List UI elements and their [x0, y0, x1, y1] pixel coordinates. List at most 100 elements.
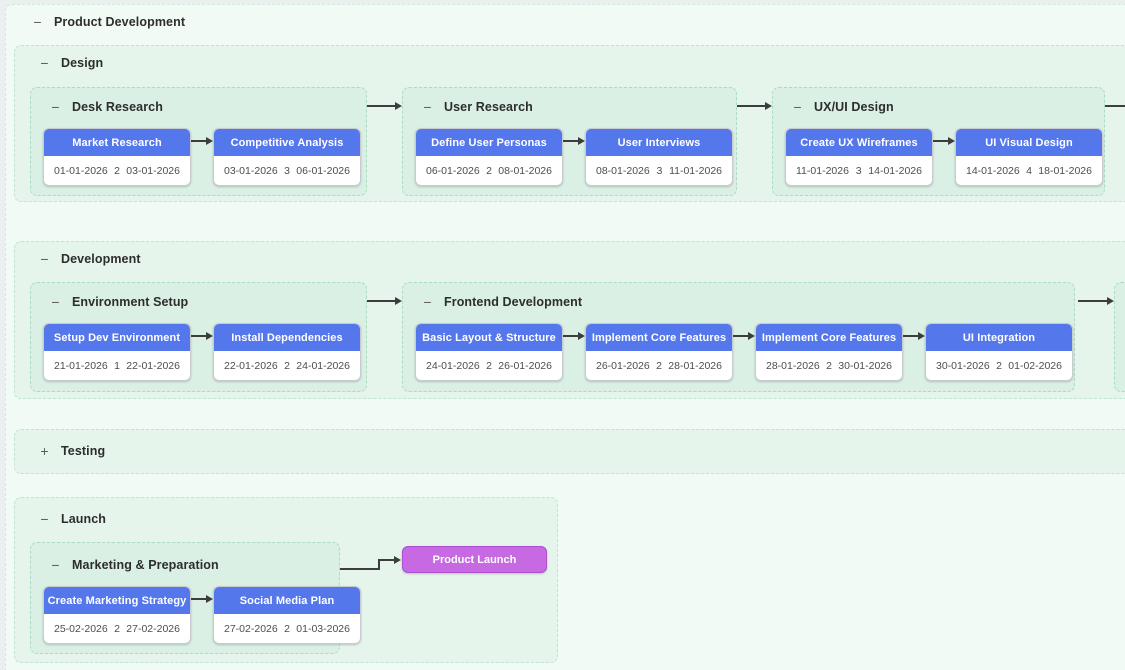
group-frontend-development: − Frontend Development Basic Layout & St… — [402, 282, 1075, 392]
group-clipped-right — [1114, 282, 1125, 392]
milestone-product-launch[interactable]: Product Launch — [402, 546, 547, 573]
task-card[interactable]: UI Integration 30-01-2026 2 01-02-2026 — [925, 323, 1073, 381]
expand-toggle-icon[interactable]: + — [40, 443, 49, 459]
task-dates: 22-01-2026 2 24-01-2026 — [214, 351, 360, 380]
duration: 3 — [284, 164, 290, 177]
group-uxui-design: − UX/UI Design Create UX Wireframes 11-0… — [772, 87, 1105, 196]
connector-arrow — [367, 296, 402, 305]
start-date: 24-01-2026 — [426, 359, 480, 372]
task-name: Define User Personas — [416, 129, 562, 156]
group-header-design: − Design — [38, 56, 103, 70]
group-label: Desk Research — [72, 100, 163, 114]
connector-arrow-clipped — [1105, 105, 1125, 107]
task-card[interactable]: Create UX Wireframes 11-01-2026 3 14-01-… — [785, 128, 933, 186]
connector-arrow — [191, 136, 213, 145]
start-date: 27-02-2026 — [224, 622, 278, 635]
group-header-marketing-preparation: − Marketing & Preparation — [49, 558, 219, 572]
collapse-toggle-icon[interactable]: − — [40, 251, 49, 267]
duration: 2 — [996, 359, 1002, 372]
collapse-toggle-icon[interactable]: − — [40, 511, 49, 527]
group-header-uxui-design: − UX/UI Design — [791, 100, 894, 114]
duration: 2 — [284, 622, 290, 635]
task-dates: 28-01-2026 2 30-01-2026 — [756, 351, 902, 380]
collapse-toggle-icon[interactable]: − — [51, 557, 60, 573]
connector-arrow — [733, 331, 755, 340]
group-header-frontend-development: − Frontend Development — [421, 295, 582, 309]
duration: 2 — [486, 164, 492, 177]
start-date: 26-01-2026 — [596, 359, 650, 372]
connector-arrow — [563, 136, 585, 145]
task-name: Setup Dev Environment — [44, 324, 190, 351]
task-dates: 11-01-2026 3 14-01-2026 — [786, 156, 932, 185]
task-name: Basic Layout & Structure — [416, 324, 562, 351]
group-header-environment-setup: − Environment Setup — [49, 295, 188, 309]
group-development: − Development − Environment Setup Setup … — [14, 241, 1125, 399]
collapse-toggle-icon[interactable]: − — [423, 294, 432, 310]
task-dates: 24-01-2026 2 26-01-2026 — [416, 351, 562, 380]
group-header-development: − Development — [38, 252, 141, 266]
end-date: 28-01-2026 — [668, 359, 722, 372]
collapse-toggle-icon[interactable]: − — [51, 99, 60, 115]
end-date: 01-02-2026 — [1008, 359, 1062, 372]
task-dates: 08-01-2026 3 11-01-2026 — [586, 156, 732, 185]
start-date: 01-01-2026 — [54, 164, 108, 177]
group-label: Product Development — [54, 15, 186, 29]
group-testing: + Testing — [14, 429, 1125, 474]
task-card[interactable]: User Interviews 08-01-2026 3 11-01-2026 — [585, 128, 733, 186]
end-date: 06-01-2026 — [296, 164, 350, 177]
group-marketing-preparation: − Marketing & Preparation Create Marketi… — [30, 542, 361, 654]
connector-arrow — [380, 555, 401, 564]
task-card[interactable]: Create Marketing Strategy 25-02-2026 2 2… — [43, 586, 191, 644]
start-date: 14-01-2026 — [966, 164, 1020, 177]
collapse-toggle-icon[interactable]: − — [51, 294, 60, 310]
duration: 2 — [114, 164, 120, 177]
start-date: 06-01-2026 — [426, 164, 480, 177]
group-label: UX/UI Design — [814, 100, 894, 114]
duration: 4 — [1026, 164, 1032, 177]
collapse-toggle-icon[interactable]: − — [40, 55, 49, 71]
connector-elbow-segment — [340, 568, 380, 570]
task-card[interactable]: UI Visual Design 14-01-2026 4 18-01-2026 — [955, 128, 1103, 186]
group-product-development: − Product Development − Design − Desk Re… — [5, 4, 1125, 670]
group-header-launch: − Launch — [38, 512, 106, 526]
task-card[interactable]: Social Media Plan 27-02-2026 2 01-03-202… — [213, 586, 361, 644]
duration: 2 — [486, 359, 492, 372]
task-card[interactable]: Competitive Analysis 03-01-2026 3 06-01-… — [213, 128, 361, 186]
end-date: 30-01-2026 — [838, 359, 892, 372]
start-date: 30-01-2026 — [936, 359, 990, 372]
end-date: 08-01-2026 — [498, 164, 552, 177]
connector-elbow-segment — [378, 559, 380, 570]
start-date: 28-01-2026 — [766, 359, 820, 372]
end-date: 11-01-2026 — [669, 164, 722, 177]
duration: 2 — [284, 359, 290, 372]
connector-arrow — [191, 594, 213, 603]
collapse-toggle-icon[interactable]: − — [423, 99, 432, 115]
task-name: User Interviews — [586, 129, 732, 156]
duration: 2 — [114, 622, 120, 635]
task-card[interactable]: Implement Core Features 28-01-2026 2 30-… — [755, 323, 903, 381]
connector-arrow — [563, 331, 585, 340]
collapse-toggle-icon[interactable]: − — [793, 99, 802, 115]
task-dates: 25-02-2026 2 27-02-2026 — [44, 614, 190, 643]
collapse-toggle-icon[interactable]: − — [33, 14, 42, 30]
start-date: 08-01-2026 — [596, 164, 650, 177]
task-card[interactable]: Basic Layout & Structure 24-01-2026 2 26… — [415, 323, 563, 381]
task-dates: 21-01-2026 1 22-01-2026 — [44, 351, 190, 380]
connector-arrow — [903, 331, 925, 340]
end-date: 24-01-2026 — [296, 359, 350, 372]
group-label: Frontend Development — [444, 295, 583, 309]
task-card[interactable]: Define User Personas 06-01-2026 2 08-01-… — [415, 128, 563, 186]
task-card[interactable]: Implement Core Features 26-01-2026 2 28-… — [585, 323, 733, 381]
task-dates: 26-01-2026 2 28-01-2026 — [586, 351, 732, 380]
task-card[interactable]: Install Dependencies 22-01-2026 2 24-01-… — [213, 323, 361, 381]
duration: 1 — [114, 359, 120, 372]
duration: 3 — [656, 164, 663, 177]
group-label: Marketing & Preparation — [72, 558, 219, 572]
task-card[interactable]: Setup Dev Environment 21-01-2026 1 22-01… — [43, 323, 191, 381]
group-header-testing: + Testing — [38, 444, 105, 458]
group-environment-setup: − Environment Setup Setup Dev Environmen… — [30, 282, 367, 392]
group-design: − Design − Desk Research Market Research… — [14, 45, 1125, 202]
group-label: Launch — [61, 512, 107, 526]
task-card[interactable]: Market Research 01-01-2026 2 03-01-2026 — [43, 128, 191, 186]
